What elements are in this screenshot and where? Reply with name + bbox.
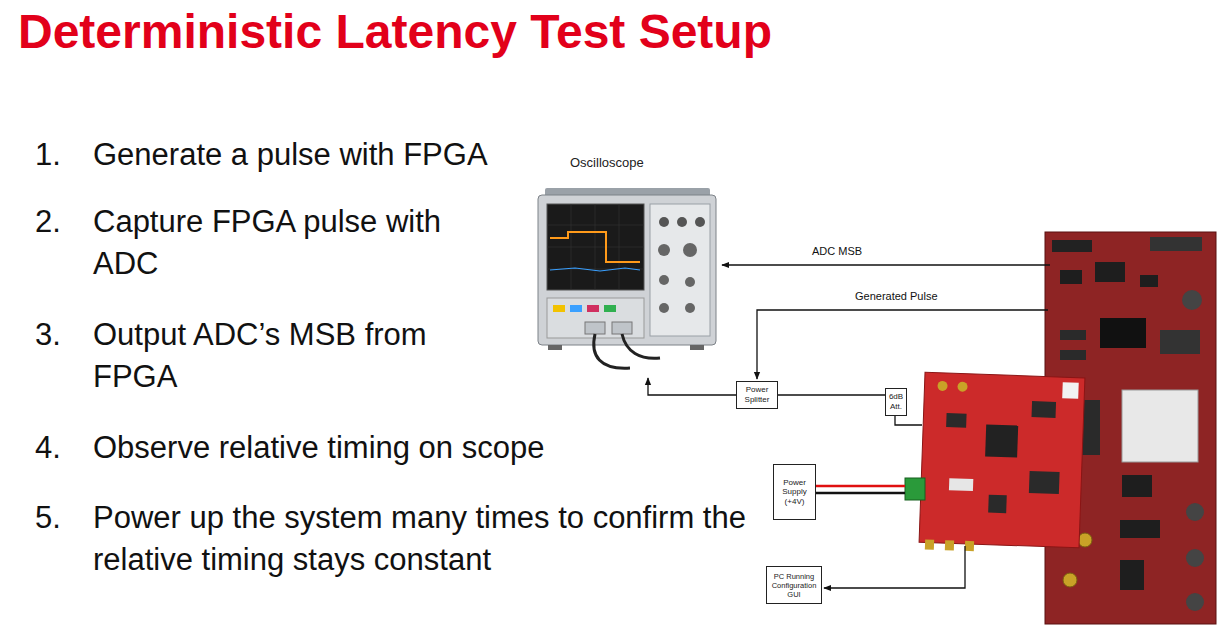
signal-wire [757, 310, 1048, 379]
adc-board-picture [985, 424, 1018, 457]
adc-board-picture [957, 381, 967, 391]
oscilloscope-picture [695, 217, 705, 227]
adc-board-picture [937, 381, 947, 391]
adc-board-picture [988, 495, 1007, 514]
fpga-board-picture [1122, 390, 1198, 462]
signal-wire [824, 546, 965, 588]
step-number: 2. [35, 201, 61, 243]
adc-board-picture [1032, 401, 1057, 418]
adc-board-picture [1062, 382, 1079, 399]
power-wire [816, 486, 905, 493]
adc-board-picture [905, 372, 1085, 554]
oscilloscope-picture [683, 243, 697, 257]
box-text: PC Running Configuration GUI [769, 572, 819, 599]
slide-title: Deterministic Latency Test Setup [18, 4, 772, 60]
oscilloscope-picture [622, 334, 660, 358]
oscilloscope-picture [547, 204, 644, 290]
adc-board-picture [919, 372, 1085, 554]
oscilloscope-picture [685, 277, 695, 287]
box-text: 6dB Att. [888, 392, 904, 411]
oscilloscope-picture [585, 322, 605, 334]
signal-name: ADC MSB [812, 245, 862, 258]
oscilloscope-picture [550, 268, 640, 271]
adc-board-picture [965, 541, 974, 551]
signal-wire [722, 264, 1050, 265]
step-number: 5. [35, 497, 61, 539]
step-number: 1. [35, 134, 61, 176]
fpga-board-picture [1060, 350, 1086, 360]
step-text: Generate a pulse with FPGA [93, 134, 553, 176]
oscilloscope-picture [547, 204, 644, 290]
instrument-name: Oscilloscope [570, 155, 644, 171]
adc-board-picture [946, 413, 966, 428]
process-box: Power Splitter [736, 381, 778, 409]
fpga-board-picture [1100, 318, 1146, 348]
fpga-board-picture [1060, 270, 1082, 284]
fpga-board-picture [1120, 560, 1144, 590]
step-text: Power up the system many times to confir… [93, 497, 748, 581]
box-text: Power Splitter [739, 385, 775, 404]
oscilloscope-picture [587, 305, 599, 312]
signal-name: Generated Pulse [855, 290, 938, 303]
fpga-board-picture [1078, 533, 1092, 547]
fpga-board-picture [1182, 290, 1202, 310]
signal-wire [722, 265, 1050, 588]
oscilloscope-picture [553, 305, 565, 312]
step-number: 4. [35, 427, 61, 469]
process-box: Power Supply (+4V) [773, 464, 816, 520]
oscilloscope-picture [550, 232, 640, 262]
fpga-board-picture [1160, 330, 1200, 354]
adc-board-picture [945, 540, 954, 550]
oscilloscope-picture [570, 305, 582, 312]
fpga-board-picture [1150, 237, 1202, 251]
fpga-board-picture [1063, 573, 1077, 587]
power-wire [816, 485, 905, 488]
connector [778, 394, 885, 395]
oscilloscope-picture [538, 195, 716, 345]
step-text: Capture FPGA pulse with ADC [93, 201, 443, 285]
instrument-label-area: Oscilloscope [535, 152, 720, 378]
connector [648, 378, 736, 395]
step-text: Observe relative timing on scope [93, 427, 653, 469]
oscilloscope-picture [659, 275, 669, 285]
fpga-board-picture [1095, 262, 1125, 282]
step-number: 3. [35, 314, 61, 356]
fpga-board-picture [1186, 549, 1204, 567]
fpga-board-picture [1060, 330, 1086, 340]
oscilloscope-picture [685, 303, 695, 313]
fpga-board-picture [1120, 520, 1160, 538]
oscilloscope-picture [659, 217, 669, 227]
oscilloscope-picture [547, 298, 644, 338]
oscilloscope-picture [650, 204, 710, 336]
adc-board-picture [1029, 471, 1060, 494]
adc-board-picture [919, 372, 1085, 547]
oscilloscope-picture [677, 217, 687, 227]
box-text: Power Supply (+4V) [776, 478, 813, 507]
adc-board-picture [905, 478, 925, 500]
oscilloscope-picture [604, 305, 616, 312]
fpga-board-picture [1186, 593, 1204, 611]
power-wire [816, 492, 905, 495]
fpga-board-picture [1140, 275, 1158, 287]
oscilloscope-picture [548, 345, 562, 350]
oscilloscope-picture [612, 322, 632, 334]
oscilloscope-picture [659, 303, 669, 313]
fpga-board-picture [1122, 475, 1152, 497]
process-box: PC Running Configuration GUI [766, 566, 822, 604]
fpga-board-picture [1052, 240, 1092, 252]
step-text: Output ADC’s MSB from FPGA [93, 314, 503, 398]
process-box: 6dB Att. [885, 388, 907, 416]
fpga-board-picture [1186, 503, 1204, 521]
oscilloscope-picture [658, 244, 670, 256]
oscilloscope-picture [690, 345, 704, 350]
oscilloscope-picture [538, 188, 716, 368]
adc-board-picture [949, 478, 973, 491]
adc-board-picture [925, 539, 934, 549]
